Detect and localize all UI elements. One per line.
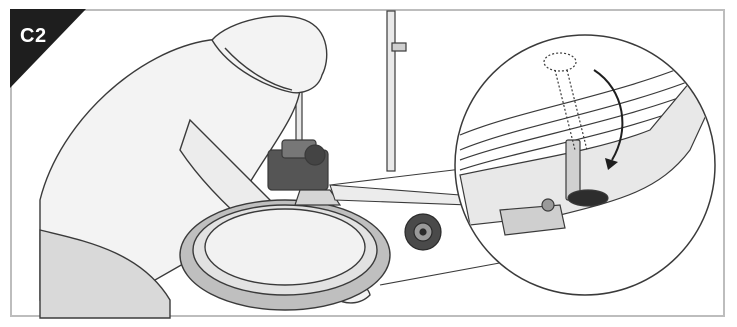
step-badge-icon [10, 9, 86, 88]
step-label: C2 [20, 25, 47, 48]
reflector-ring [180, 200, 390, 310]
detail-callout-icon [455, 35, 720, 295]
lamp-head [268, 140, 340, 205]
gear-knob-icon [405, 214, 441, 250]
strap [330, 185, 470, 205]
